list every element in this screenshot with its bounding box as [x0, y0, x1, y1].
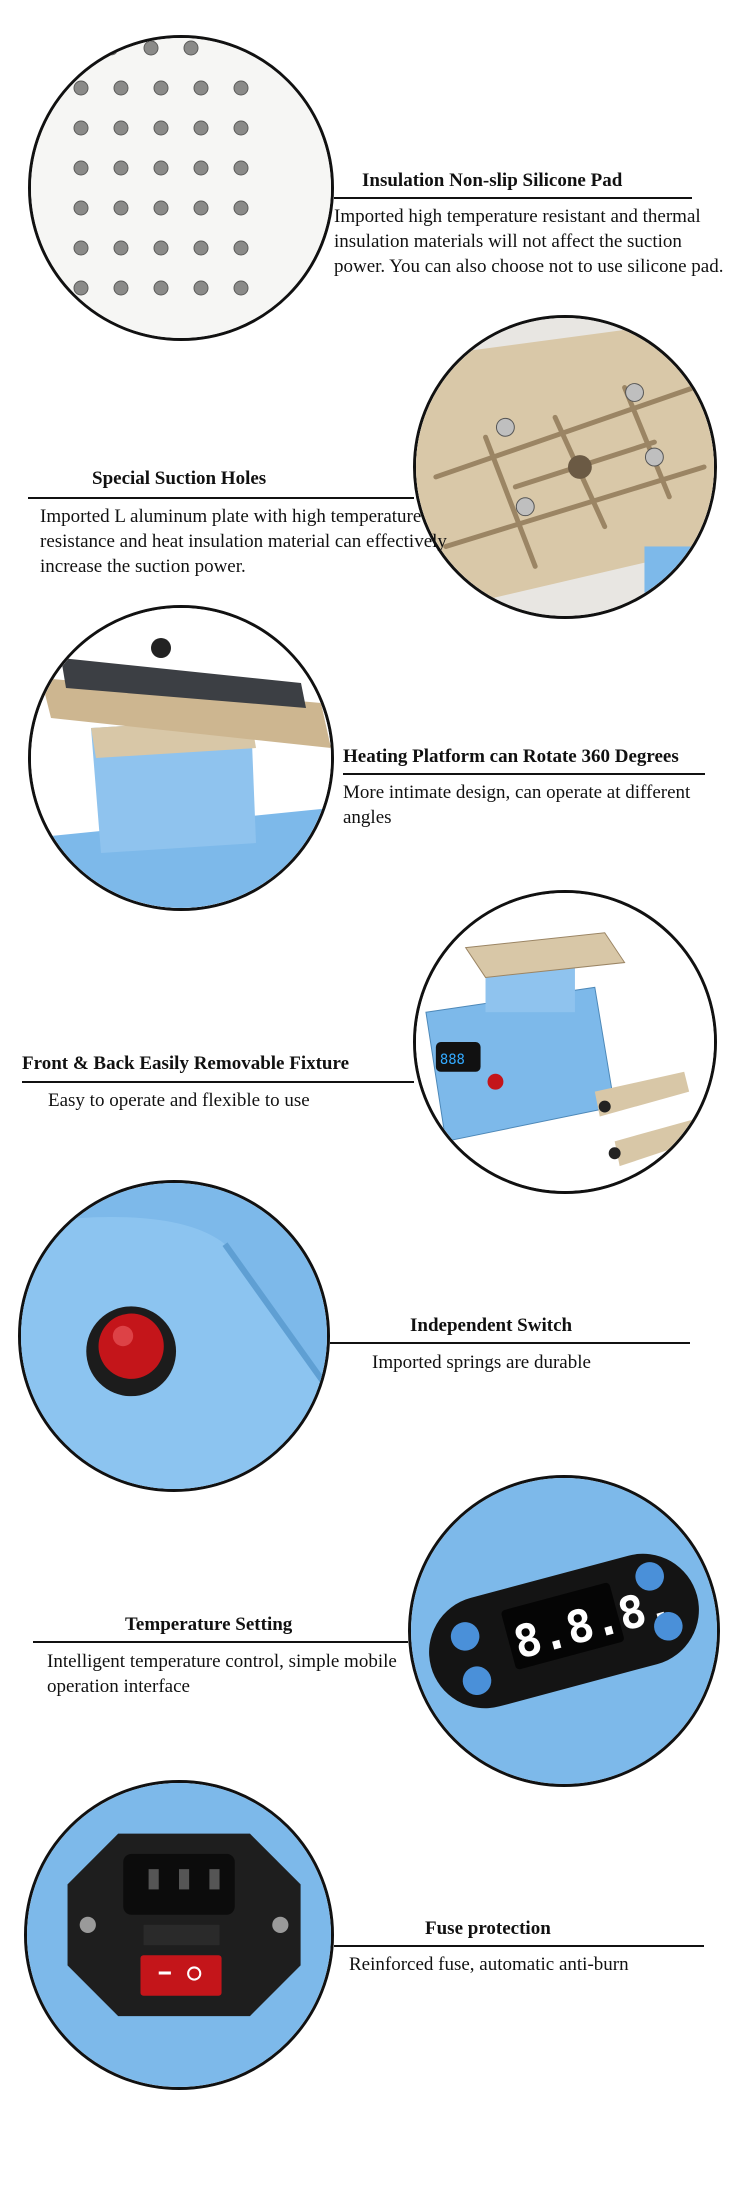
feature-suction-holes: Special Suction Holes Imported L aluminu… [0, 315, 750, 619]
feature-independent-switch: Independent Switch Imported springs are … [0, 1180, 750, 1500]
feature-fuse-protection: Fuse protection Reinforced fuse, automat… [0, 1780, 750, 2110]
suction-plate-photo [413, 315, 717, 619]
red-switch-photo [18, 1180, 330, 1492]
feature-title: Independent Switch [410, 1315, 573, 1336]
suction-plate-image [416, 318, 714, 616]
rotating-platform-photo [28, 605, 334, 911]
fuse-socket-photo [24, 1780, 334, 2090]
feature-title: Heating Platform can Rotate 360 Degrees [343, 746, 679, 767]
feature-title: Temperature Setting [125, 1614, 293, 1635]
feature-description: Reinforced fuse, automatic anti-burn [349, 1954, 629, 1975]
feature-title: Fuse protection [425, 1918, 551, 1939]
feature-rotating-platform: Heating Platform can Rotate 360 Degrees … [0, 605, 750, 925]
feature-title: Front & Back Easily Removable Fixture [22, 1053, 350, 1074]
temperature-controller-photo: 8.8.8. [408, 1475, 720, 1787]
title-underline [334, 197, 692, 199]
feature-description: Easy to operate and flexible to use [48, 1090, 310, 1111]
feature-description: Intelligent temperature control, simple … [47, 1651, 397, 1697]
title-underline [22, 1081, 414, 1083]
feature-description: Imported high temperature resistant and … [334, 206, 724, 277]
feature-silicone-pad: Insulation Non-slip Silicone Pad Importe… [0, 0, 750, 341]
feature-description: Imported springs are durable [372, 1352, 591, 1373]
title-underline [330, 1342, 690, 1344]
title-underline [334, 1945, 704, 1947]
silicone-pad-image [31, 38, 331, 338]
silicone-pad-photo [28, 35, 334, 341]
temperature-controller-image: 8.8.8. [411, 1478, 717, 1784]
feature-removable-fixture: 888 Front & Back Easily Removable Fixtur… [0, 890, 750, 1210]
machine-with-fixtures-photo: 888 [413, 890, 717, 1194]
feature-description: Imported L aluminum plate with high temp… [40, 506, 447, 577]
rotating-platform-image [31, 608, 331, 908]
feature-temperature-setting: 8.8.8. Temperature Setting Intelligent t… [0, 1475, 750, 1795]
feature-title: Insulation Non-slip Silicone Pad [362, 170, 623, 191]
svg-text:888: 888 [440, 1052, 465, 1068]
fuse-socket-image [27, 1783, 331, 2087]
machine-with-fixtures-image: 888 [416, 893, 714, 1191]
title-underline [28, 497, 414, 499]
title-underline [343, 773, 705, 775]
feature-description: More intimate design, can operate at dif… [343, 782, 691, 828]
title-underline [33, 1641, 408, 1643]
red-switch-image [21, 1183, 327, 1489]
feature-title: Special Suction Holes [92, 468, 267, 489]
